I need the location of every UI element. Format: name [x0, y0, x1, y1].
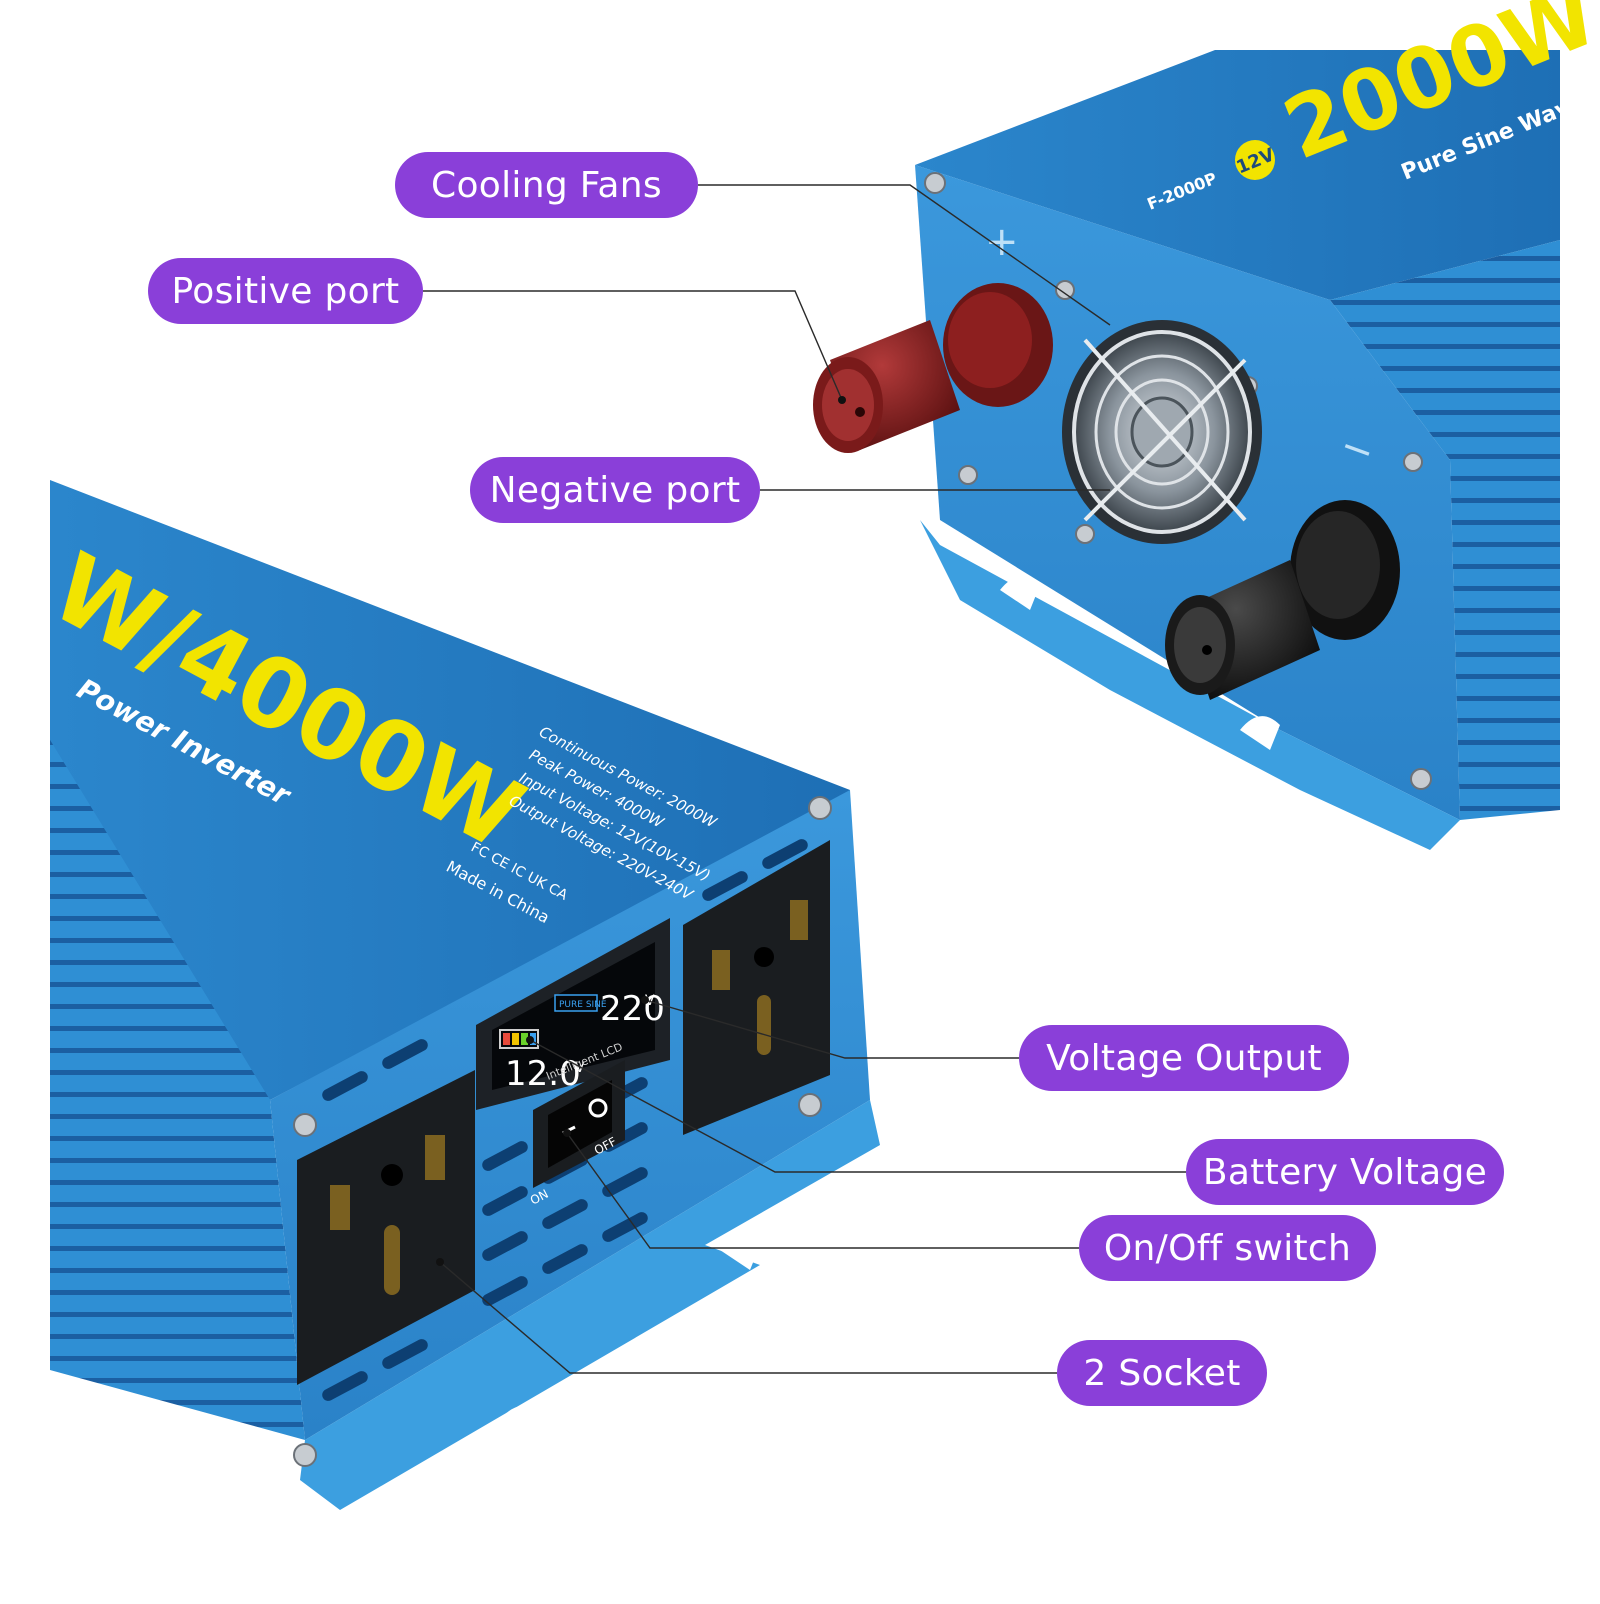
- screw-icon: [1075, 524, 1095, 544]
- foot-slot: [500, 1406, 540, 1440]
- leader-on-off-switch: [566, 1132, 1079, 1249]
- callout-sockets: 2 Socket: [1057, 1340, 1267, 1406]
- front-unit-fins-upper: [50, 740, 270, 1100]
- back-unit-fins: [1330, 240, 1560, 820]
- voltage-badge: 12V: [1234, 140, 1278, 180]
- positive-terminal-icon: [813, 283, 1053, 453]
- callout-voltage-output: Voltage Output: [1019, 1025, 1349, 1091]
- screw-icon: [808, 796, 832, 820]
- callout-cooling-fans: Cooling Fans: [395, 152, 698, 218]
- screw-icon: [958, 465, 978, 485]
- power-switch[interactable]: [533, 1060, 625, 1188]
- lcd-tag: PURE SINE: [559, 1000, 607, 1010]
- lcd-battery-unit: V: [575, 1060, 585, 1076]
- cooling-fan-icon: [1062, 320, 1262, 544]
- foot-slot: [1000, 576, 1040, 610]
- callout-positive-port: Positive port: [148, 258, 423, 324]
- front-unit: W/4000W Power Inverter Continuous Power:…: [34, 480, 880, 1510]
- switch-off-mark: [588, 1098, 608, 1118]
- negative-terminal-icon: [1165, 500, 1400, 700]
- callout-negative-port: Negative port: [470, 457, 760, 523]
- callout-on-off-switch: On/Off switch: [1079, 1215, 1376, 1281]
- screw-icon: [1410, 768, 1432, 790]
- back-unit: F-2000P 12V 2000W Pure Sine Wave + −: [813, 0, 1600, 850]
- screw-icon: [798, 1093, 822, 1117]
- front-unit-top: [50, 480, 850, 1100]
- callout-leaders: [423, 184, 1186, 1374]
- screw-icon: [293, 1443, 317, 1467]
- screw-icon: [1403, 452, 1423, 472]
- front-unit-foot: [300, 1100, 880, 1510]
- back-unit-top: [915, 50, 1560, 300]
- screw-icon: [924, 172, 946, 194]
- leader-voltage-output: [644, 999, 1019, 1059]
- socket-left-icon: [297, 1070, 475, 1385]
- callout-battery-voltage: Battery Voltage: [1186, 1139, 1504, 1205]
- screw-icon: [293, 1113, 317, 1137]
- foot-slot: [720, 1236, 760, 1270]
- screw-icon: [1055, 280, 1075, 300]
- leader-cooling-fans: [698, 184, 1111, 326]
- leader-sockets: [439, 1261, 1057, 1374]
- lcd-output-reading: 220: [600, 989, 665, 1029]
- socket-right-icon: [683, 840, 830, 1135]
- leader-dots: [436, 396, 846, 1266]
- leader-battery-voltage: [529, 1039, 1186, 1173]
- leader-positive-port: [423, 290, 843, 401]
- foot-slot: [1240, 716, 1280, 750]
